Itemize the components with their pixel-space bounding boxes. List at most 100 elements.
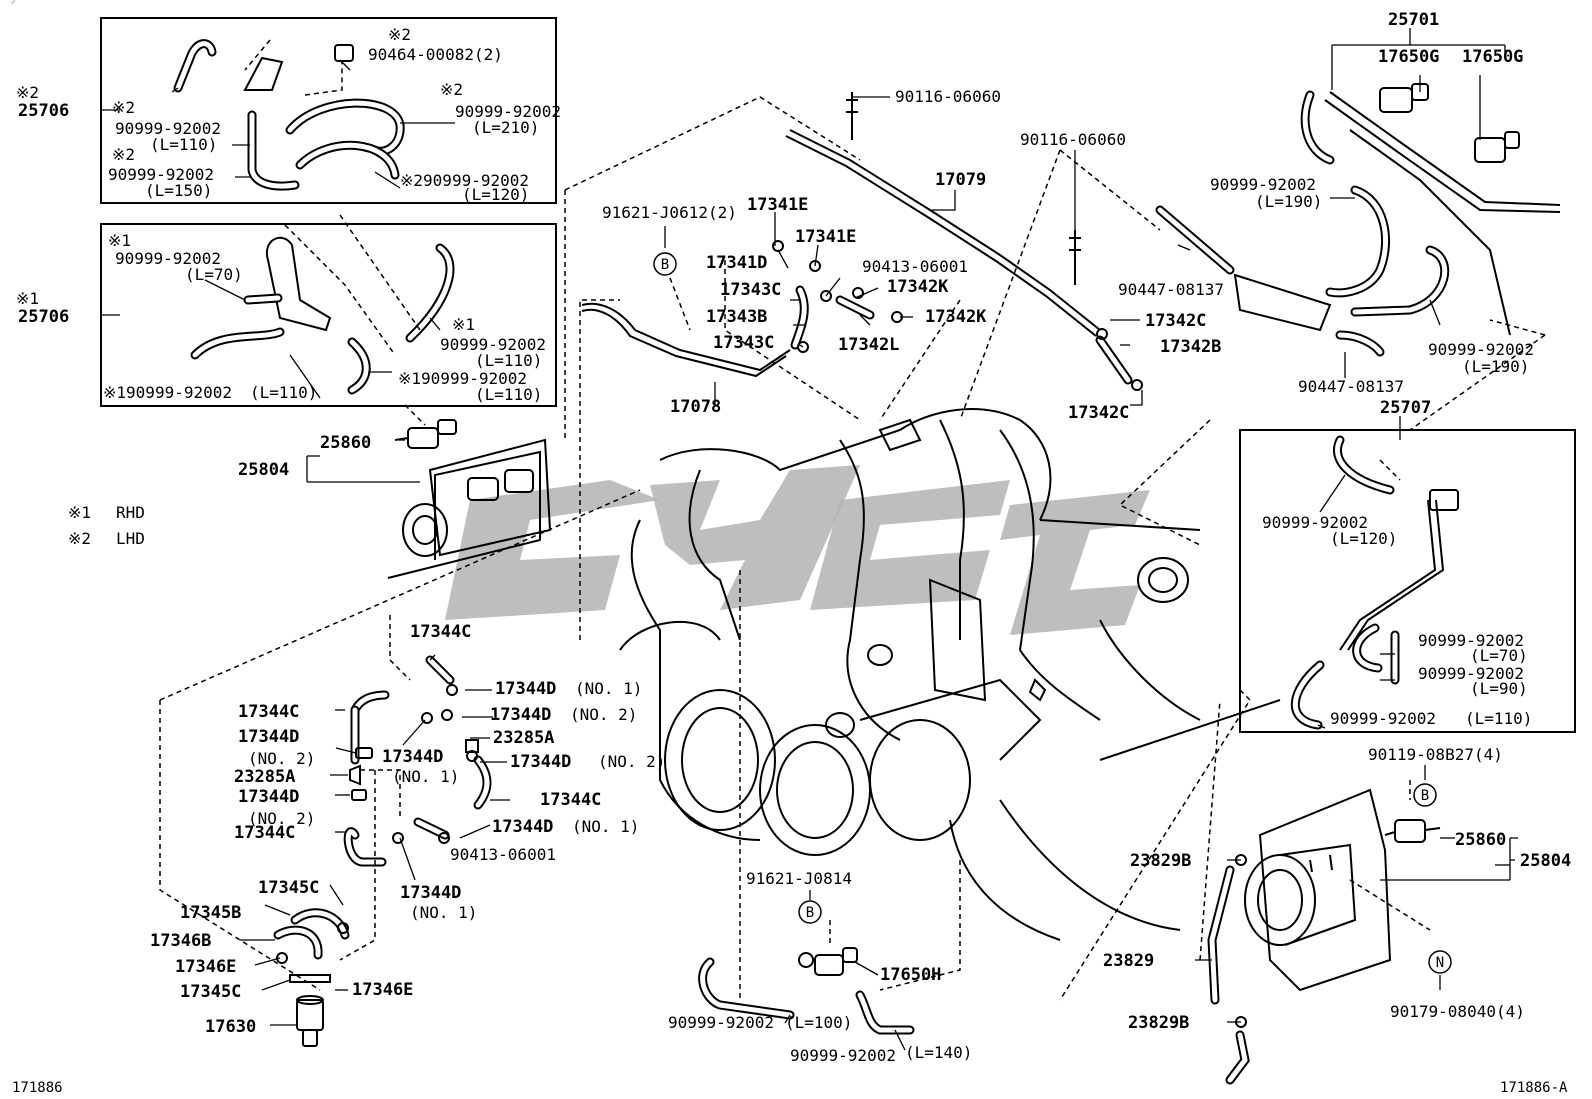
label-hose-l100-len: (L=100) <box>785 1013 852 1032</box>
label-25707: 25707 <box>1380 398 1431 418</box>
label-17344d-l1-note: (NO. 2) <box>248 749 315 768</box>
charcoal-canister-right <box>1244 788 1392 992</box>
label-90413-06001-b: 90413-06001 <box>450 845 556 864</box>
label-hose-l120-lhd: ※290999-92002 <box>400 171 529 190</box>
watermark-text: cyct <box>0 0 39 4</box>
vsv-17650g-pair <box>1379 83 1520 163</box>
label-23285a-a: 23285A <box>493 728 554 748</box>
label-17344d-no1-a-note: (NO. 1) <box>575 679 642 698</box>
label-17650g-a: 17650G <box>1378 47 1439 67</box>
label-hose-l190-b-len: (L=190) <box>1462 357 1529 376</box>
label-91621-j0814: 91621-J0814 <box>746 869 852 888</box>
label-25701: 25701 <box>1388 10 1439 30</box>
label-hose-l100: 90999-92002 <box>668 1013 774 1032</box>
label-90116-06060-a: 90116-06060 <box>895 87 1001 106</box>
label-17344d-no2-a-note: (NO. 2) <box>570 705 637 724</box>
label-17650h: 17650H <box>880 965 941 985</box>
label-17344c-a: 17344C <box>410 622 471 642</box>
label-17345b: 17345B <box>180 903 241 923</box>
label-17344d-no2-b: 17344D <box>510 752 571 772</box>
label-hose-l190-a-len: (L=190) <box>1255 192 1322 211</box>
label-hose-l120-lhd-len: (L=120) <box>462 185 529 204</box>
label-hose-l210: 90999-92002 <box>455 102 561 121</box>
dashed-lines <box>159 39 1546 1001</box>
label-90447-08137-a: 90447-08137 <box>1118 280 1224 299</box>
mark-lhd-top: ※2 <box>388 25 411 44</box>
label-25860-right: 25860 <box>1455 830 1506 850</box>
label-17344d-l1: 17344D <box>238 727 299 747</box>
mark-rhd-a: ※1 <box>108 231 131 250</box>
callout-n: N <box>1428 950 1452 974</box>
vsv-25860-right <box>1384 819 1441 843</box>
label-17341e-b: 17341E <box>795 227 856 247</box>
note-rhd-text: RHD <box>116 503 145 522</box>
label-hose-rhd-l110c: ※190999-92002 <box>398 369 527 388</box>
label-17344d-no1-d-note: (NO. 1) <box>410 903 477 922</box>
label-90179-08040: 90179-08040(4) <box>1390 1002 1525 1021</box>
mark-rhd-left: ※1 <box>16 289 39 308</box>
label-17344d-no2-b-note: (NO. 2) <box>598 752 665 771</box>
mark-lhd-a: ※2 <box>440 80 463 99</box>
fuel-vapor-inset-box <box>1239 429 1576 733</box>
label-25706-rhd: 25706 <box>18 307 69 327</box>
label-hose-l110-r: 90999-92002 <box>1330 709 1436 728</box>
label-17078: 17078 <box>670 397 721 417</box>
watermark-logo: cyct <box>0 0 1150 635</box>
vsv-25860-left <box>394 419 457 449</box>
svg-text:B: B <box>1421 788 1429 804</box>
label-hose-l190-a: 90999-92002 <box>1210 175 1316 194</box>
label-17343b: 17343B <box>706 307 767 327</box>
label-23829b-a: 23829B <box>1130 851 1191 871</box>
label-17344d-no2-a: 17344D <box>490 705 551 725</box>
svg-text:B: B <box>661 257 669 273</box>
label-17344d-l2-note: (NO. 2) <box>248 809 315 828</box>
label-17344d-no1-a: 17344D <box>495 679 556 699</box>
label-90119-08b27: 90119-08B27(4) <box>1368 745 1503 764</box>
mark-lhd-c: ※2 <box>112 145 135 164</box>
label-hose-rhd-l70-len: (L=70) <box>185 265 243 284</box>
label-17650g-b: 17650G <box>1462 47 1523 67</box>
note-rhd-mark: ※1 <box>68 503 91 522</box>
label-17341d: 17341D <box>706 253 767 273</box>
label-17341e-a: 17341E <box>747 195 808 215</box>
label-25804-right: 25804 <box>1520 851 1571 871</box>
label-90116-06060-b: 90116-06060 <box>1020 130 1126 149</box>
label-hose-rhd-l110a-len: (L=110) <box>475 351 542 370</box>
label-90413-06001-a: 90413-06001 <box>862 257 968 276</box>
label-hose-l110-len: (L=110) <box>150 135 217 154</box>
label-17343c-a: 17343C <box>720 280 781 300</box>
label-17630: 17630 <box>205 1017 256 1037</box>
callout-b-1: B <box>653 252 677 276</box>
label-17079: 17079 <box>935 170 986 190</box>
label-17345c-b: 17345C <box>180 982 241 1002</box>
label-17342c-a: 17342C <box>1145 311 1206 331</box>
label-hose-l140: 90999-92002 <box>790 1046 896 1065</box>
label-17344d-no1-b: 17344D <box>492 817 553 837</box>
svg-text:N: N <box>1436 955 1444 971</box>
label-hose-rhd-l110a: 90999-92002 <box>440 335 546 354</box>
label-hose-l210-len: (L=210) <box>472 118 539 137</box>
note-lhd-text: LHD <box>116 529 145 548</box>
label-17342k-a: 17342K <box>887 277 949 297</box>
label-25804-left: 25804 <box>238 460 289 480</box>
label-hose-l70-len: (L=70) <box>1470 646 1528 665</box>
label-17344c-c: 17344C <box>238 702 299 722</box>
label-17346b: 17346B <box>150 931 211 951</box>
svg-text:B: B <box>806 905 814 921</box>
label-17342b: 17342B <box>1160 337 1221 357</box>
label-hose-l90: 90999-92002 <box>1418 664 1524 683</box>
label-hose-l150: 90999-92002 <box>108 165 214 184</box>
label-hose-l120: 90999-92002 <box>1262 513 1368 532</box>
label-17346e-a: 17346E <box>175 957 236 977</box>
label-hose-rhd-l110c-len: (L=110) <box>475 385 542 404</box>
label-17344d-l2: 17344D <box>238 787 299 807</box>
mark-lhd-b: ※2 <box>112 98 135 117</box>
label-17344c-d: 17344C <box>234 823 295 843</box>
label-hose-l110: 90999-92002 <box>115 119 221 138</box>
label-hose-l120-len: (L=120) <box>1330 529 1397 548</box>
label-91621-j0612: 91621-J0612(2) <box>602 203 737 222</box>
label-17344d-no1-c-note: (NO. 1) <box>392 767 459 786</box>
callout-b-2: B <box>1413 783 1437 807</box>
label-90447-08137-b: 90447-08137 <box>1298 377 1404 396</box>
